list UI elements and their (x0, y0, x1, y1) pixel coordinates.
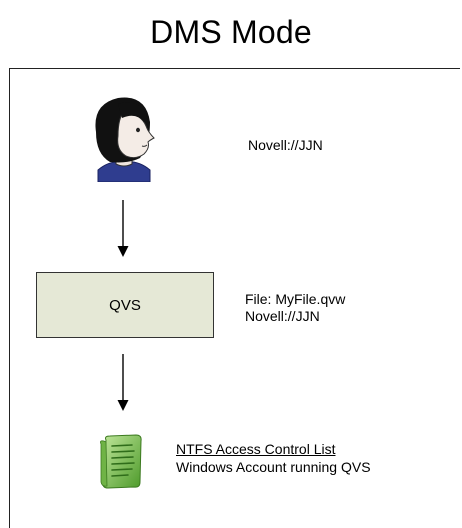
diagram-frame (9, 68, 460, 528)
user-identity-label: Novell://JJN (248, 137, 323, 153)
diagram-title: DMS Mode (150, 14, 312, 50)
arrow-down-icon (116, 354, 130, 412)
qvs-server-box: QVS (36, 272, 214, 338)
person-icon (88, 92, 160, 182)
arrow-down-icon (116, 200, 130, 258)
qvs-user-line: Novell://JJN (245, 308, 320, 324)
qvs-label: QVS (109, 296, 141, 314)
file-line: File: MyFile.qvw (245, 291, 346, 307)
qvs-file-info: File: MyFile.qvw Novell://JJN (245, 291, 345, 325)
acl-title: NTFS Access Control List (176, 441, 336, 457)
document-icon (98, 432, 146, 490)
acl-subtitle: Windows Account running QVS (176, 459, 371, 475)
